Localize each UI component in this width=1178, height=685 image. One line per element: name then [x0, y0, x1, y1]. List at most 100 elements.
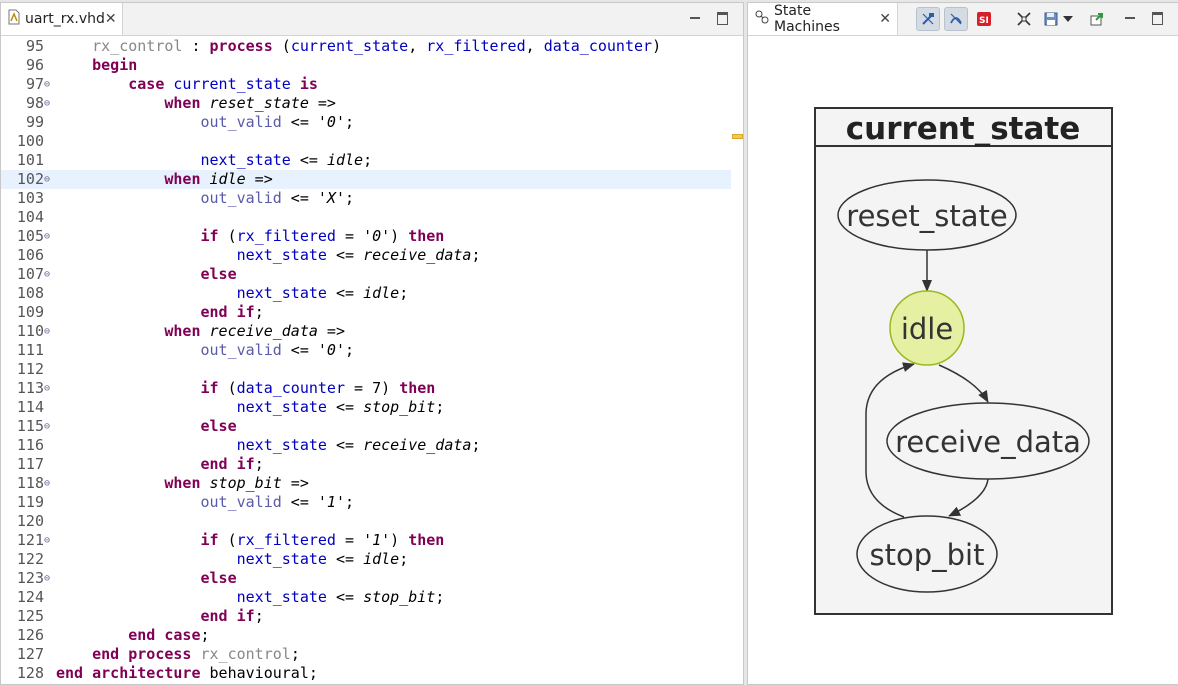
sigasi-icon[interactable]: SI: [972, 7, 996, 31]
code-line[interactable]: 100: [1, 132, 731, 151]
code-line[interactable]: 119 out_valid <= '1';: [1, 493, 731, 512]
code-token: [56, 170, 164, 188]
fold-toggle-icon[interactable]: ⊖: [44, 174, 51, 185]
maximize-icon[interactable]: [717, 12, 729, 25]
code-token: current_state: [173, 75, 291, 93]
code-line[interactable]: 96 begin: [1, 56, 731, 75]
transition-idle-to-receive[interactable]: [938, 364, 989, 403]
code-token: next_state: [236, 284, 327, 302]
code-text: next_state <= stop_bit;: [56, 398, 445, 417]
code-line[interactable]: 106 next_state <= receive_data;: [1, 246, 731, 265]
code-line[interactable]: 126 end case;: [1, 626, 731, 645]
code-token: [56, 455, 201, 473]
fold-toggle-icon[interactable]: ⊖: [44, 79, 51, 90]
line-number: 115: [16, 417, 44, 435]
code-line[interactable]: 122 next_state <= idle;: [1, 550, 731, 569]
code-line[interactable]: 104: [1, 208, 731, 227]
code-line[interactable]: 117 end if;: [1, 455, 731, 474]
code-line[interactable]: 105⊖ if (rx_filtered = '0') then: [1, 227, 731, 246]
code-token: next_state: [236, 550, 327, 568]
code-token: [56, 246, 237, 264]
code-token: [56, 265, 201, 283]
code-line[interactable]: 110⊖ when receive_data =>: [1, 322, 731, 341]
fold-toggle-icon[interactable]: ⊖: [44, 98, 51, 109]
fold-toggle-icon[interactable]: ⊖: [44, 421, 51, 432]
code-line[interactable]: 112: [1, 360, 731, 379]
maximize-icon[interactable]: [1152, 12, 1164, 25]
code-line[interactable]: 121⊖ if (rx_filtered = '1') then: [1, 531, 731, 550]
state-machines-tab-bar: State Machines ✕ SI: [748, 3, 1178, 36]
code-line[interactable]: 109 end if;: [1, 303, 731, 322]
fold-toggle-icon[interactable]: ⊖: [44, 231, 51, 242]
fold-toggle-icon[interactable]: ⊖: [44, 383, 51, 394]
hide-labels-icon[interactable]: [944, 7, 968, 31]
line-number: 123: [16, 569, 44, 587]
code-token: case: [128, 75, 165, 93]
code-line[interactable]: 107⊖ else: [1, 265, 731, 284]
code-line[interactable]: 127 end process rx_control;: [1, 645, 731, 664]
fold-toggle-icon[interactable]: ⊖: [44, 326, 51, 337]
transition-stop-to-idle[interactable]: [865, 362, 915, 518]
code-line[interactable]: 103 out_valid <= 'X';: [1, 189, 731, 208]
code-line[interactable]: 124 next_state <= stop_bit;: [1, 588, 731, 607]
editor-tab[interactable]: uart_rx.vhd ✕: [1, 3, 123, 35]
fold-toggle-icon[interactable]: ⊖: [44, 478, 51, 489]
minimize-icon[interactable]: [689, 12, 701, 24]
code-token: is: [299, 75, 318, 93]
code-token: if: [200, 227, 219, 245]
code-token: idle: [363, 284, 400, 302]
overview-ruler-marker[interactable]: [732, 134, 743, 139]
fit-icon[interactable]: [1012, 7, 1036, 31]
code-line[interactable]: 95 rx_control : process (current_state, …: [1, 37, 731, 56]
code-line[interactable]: 114 next_state <= stop_bit;: [1, 398, 731, 417]
code-line[interactable]: 125 end if;: [1, 607, 731, 626]
code-line[interactable]: 108 next_state <= idle;: [1, 284, 731, 303]
fold-toggle-icon[interactable]: ⊖: [44, 535, 51, 546]
export-icon[interactable]: [1085, 7, 1109, 31]
dropdown-icon[interactable]: [1061, 7, 1075, 31]
fold-toggle-icon[interactable]: ⊖: [44, 573, 51, 584]
code-token: =>: [317, 322, 345, 340]
code-token: [56, 379, 201, 397]
line-number: 98: [25, 94, 44, 112]
code-line[interactable]: 116 next_state <= receive_data;: [1, 436, 731, 455]
line-number: 119: [16, 493, 44, 511]
state-stop-bit[interactable]: stop_bit: [856, 515, 998, 593]
code-editor[interactable]: 95 rx_control : process (current_state, …: [1, 37, 731, 683]
code-line[interactable]: 113⊖ if (data_counter = 7) then: [1, 379, 731, 398]
code-line[interactable]: 123⊖ else: [1, 569, 731, 588]
transition-receive-to-stop[interactable]: [948, 478, 989, 517]
code-line[interactable]: 120: [1, 512, 731, 531]
fold-toggle-icon[interactable]: ⊖: [44, 269, 51, 280]
minimize-icon[interactable]: [1124, 12, 1136, 24]
code-line[interactable]: 115⊖ else: [1, 417, 731, 436]
line-number: 128: [16, 664, 44, 682]
state-receive-data[interactable]: receive_data: [886, 402, 1090, 480]
code-token: receive_data: [363, 246, 472, 264]
code-token: current_state: [290, 37, 409, 55]
code-line[interactable]: 118⊖ when stop_bit =>: [1, 474, 731, 493]
close-icon[interactable]: ✕: [104, 11, 117, 27]
code-line[interactable]: 97⊖ case current_state is: [1, 75, 731, 94]
code-text: end process rx_control;: [56, 645, 300, 664]
close-icon[interactable]: ✕: [879, 11, 891, 27]
code-line[interactable]: 101 next_state <= idle;: [1, 151, 731, 170]
state-machine-diagram[interactable]: current_state reset_state idle receive_d…: [748, 36, 1178, 684]
code-token: '1': [317, 493, 345, 511]
code-line[interactable]: 111 out_valid <= '0';: [1, 341, 731, 360]
code-line[interactable]: 102⊖ when idle =>: [1, 170, 731, 189]
code-text: when reset_state =>: [56, 94, 336, 113]
code-token: [56, 322, 164, 340]
state-machines-tab[interactable]: State Machines ✕: [748, 3, 898, 35]
code-token: end architecture: [56, 664, 201, 682]
save-icon[interactable]: [1039, 7, 1063, 31]
state-idle[interactable]: idle: [889, 290, 965, 366]
code-token: <=: [281, 189, 318, 207]
code-line[interactable]: 98⊖ when reset_state =>: [1, 94, 731, 113]
line-number: 99: [25, 113, 44, 131]
state-reset-state[interactable]: reset_state: [837, 179, 1017, 251]
hide-transitions-icon[interactable]: [916, 7, 940, 31]
code-line[interactable]: 99 out_valid <= '0';: [1, 113, 731, 132]
code-token: [56, 398, 237, 416]
